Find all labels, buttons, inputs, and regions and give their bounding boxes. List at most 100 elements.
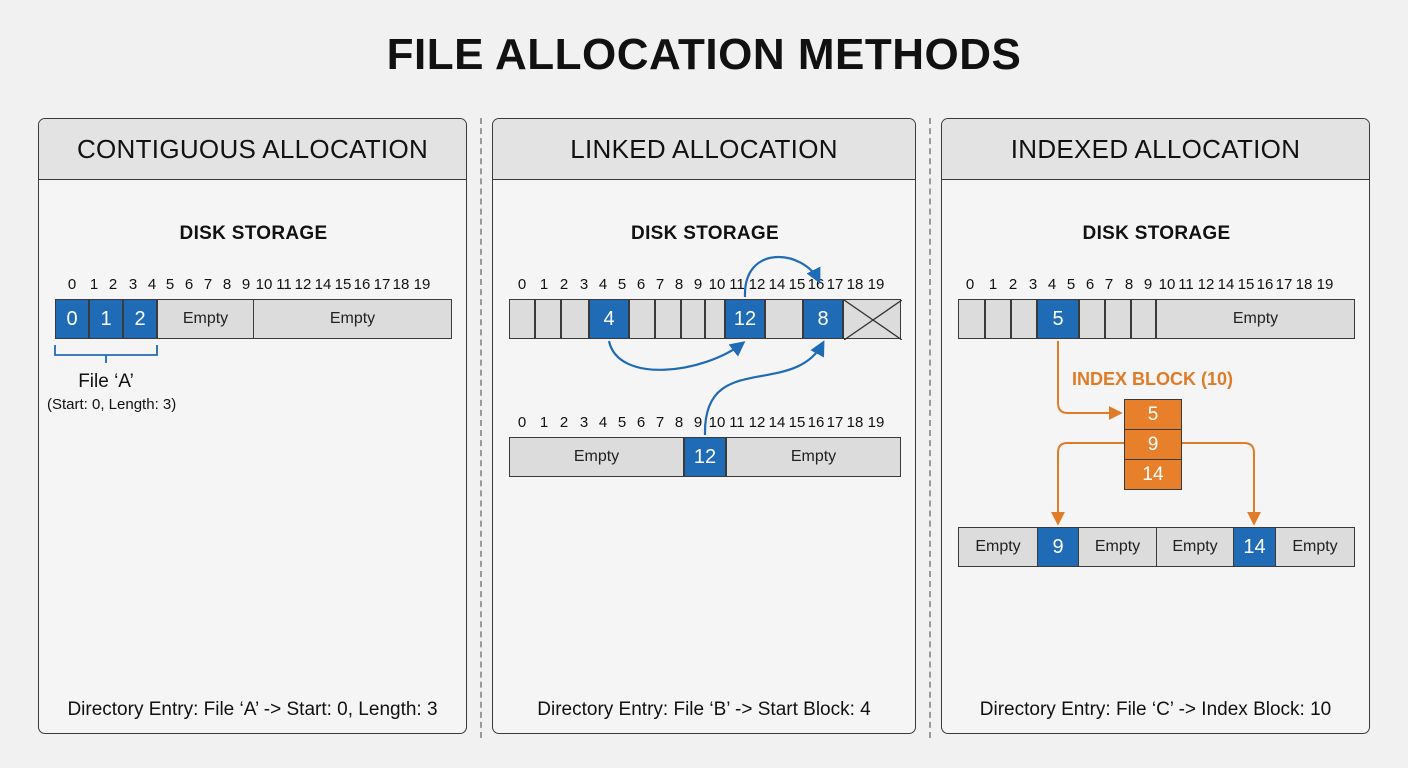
block-index: 9 xyxy=(241,276,251,293)
block-index: 9 xyxy=(1143,276,1153,293)
empty-block: Empty xyxy=(509,437,684,477)
disk-block xyxy=(1131,299,1156,339)
block-index: 5 xyxy=(617,414,627,431)
block-index: 5 xyxy=(165,276,175,293)
block-index: 5 xyxy=(617,276,627,293)
block-index: 18 xyxy=(846,276,864,293)
disk-block xyxy=(561,299,589,339)
disk-block xyxy=(629,299,655,339)
block-index: 15 xyxy=(1237,276,1255,293)
block-index: 3 xyxy=(579,414,589,431)
block-index: 0 xyxy=(517,276,527,293)
block-index: 17 xyxy=(373,276,391,293)
disk-block xyxy=(681,299,705,339)
block-index: 15 xyxy=(334,276,352,293)
block-index: 17 xyxy=(826,276,844,293)
block-index: 6 xyxy=(1085,276,1095,293)
empty-block: Empty xyxy=(726,437,901,477)
panel-separator xyxy=(929,118,931,738)
block-index: 19 xyxy=(867,414,885,431)
disk-block xyxy=(535,299,561,339)
block-index: 17 xyxy=(1275,276,1293,293)
block-index: 17 xyxy=(826,414,844,431)
disk-storage-label: DISK STORAGE xyxy=(1082,223,1231,244)
block-index: 1 xyxy=(89,276,99,293)
disk-block xyxy=(655,299,681,339)
block-index: 0 xyxy=(517,414,527,431)
block-index: 11 xyxy=(1178,276,1194,293)
empty-block: Empty xyxy=(1275,527,1355,567)
disk-storage-label: DISK STORAGE xyxy=(631,223,779,244)
file-block: 1 xyxy=(89,299,123,339)
block-index: 5 xyxy=(1066,276,1076,293)
directory-entry: Directory Entry: File ‘C’ -> Index Block… xyxy=(979,699,1332,720)
index-entry: 5 xyxy=(1124,399,1182,430)
block-index: 8 xyxy=(1124,276,1134,293)
block-index: 2 xyxy=(559,276,569,293)
empty-block: Empty xyxy=(1156,527,1234,567)
block-index: 7 xyxy=(1104,276,1114,293)
index-entry: 9 xyxy=(1124,429,1182,460)
block-index: 19 xyxy=(867,276,885,293)
page-title: FILE ALLOCATION METHODS xyxy=(386,30,1022,79)
block-index: 18 xyxy=(1295,276,1313,293)
block-index: 19 xyxy=(1316,276,1334,293)
block-index: 4 xyxy=(147,276,157,293)
block-index: 7 xyxy=(655,276,665,293)
block-index: 7 xyxy=(203,276,213,293)
block-index: 0 xyxy=(67,276,77,293)
file-block: 12 xyxy=(684,437,726,477)
panel-separator xyxy=(480,118,482,738)
block-index: 8 xyxy=(222,276,232,293)
empty-block: Empty xyxy=(1156,299,1355,339)
empty-block: Empty xyxy=(157,299,254,339)
disk-block xyxy=(1079,299,1105,339)
empty-block: Empty xyxy=(1078,527,1157,567)
block-index: 2 xyxy=(1008,276,1018,293)
block-index: 9 xyxy=(693,414,703,431)
block-index: 4 xyxy=(598,276,608,293)
block-index: 14 xyxy=(1217,276,1235,293)
block-index: 14 xyxy=(314,276,332,293)
block-index: 4 xyxy=(1047,276,1057,293)
index-block-label: INDEX BLOCK (10) xyxy=(1072,369,1234,389)
file-bracket xyxy=(54,345,158,363)
block-index: 10 xyxy=(1158,276,1176,293)
panel-header: INDEXED ALLOCATION xyxy=(942,119,1369,180)
block-index: 4 xyxy=(598,414,608,431)
file-block: 0 xyxy=(55,299,89,339)
block-index: 18 xyxy=(392,276,410,293)
disk-block xyxy=(985,299,1011,339)
block-index: 10 xyxy=(708,276,726,293)
block-index: 8 xyxy=(674,414,684,431)
file-detail: (Start: 0, Length: 3) xyxy=(47,396,177,413)
disk-storage-label: DISK STORAGE xyxy=(179,223,328,244)
file-block: 8 xyxy=(803,299,843,339)
block-index: 12 xyxy=(1197,276,1215,293)
directory-entry: Directory Entry: File ‘B’ -> Start Block… xyxy=(537,699,871,720)
block-index: 2 xyxy=(108,276,118,293)
block-index: 6 xyxy=(636,414,646,431)
block-index: 2 xyxy=(559,414,569,431)
file-block: 5 xyxy=(1037,299,1079,339)
block-index: 7 xyxy=(655,414,665,431)
block-index: 1 xyxy=(539,414,549,431)
block-index: 0 xyxy=(965,276,975,293)
block-index: 10 xyxy=(255,276,273,293)
end-of-chain-block xyxy=(843,299,902,340)
block-index: 6 xyxy=(184,276,194,293)
disk-block xyxy=(705,299,725,339)
disk-block xyxy=(509,299,535,339)
panel-header: LINKED ALLOCATION xyxy=(493,119,915,180)
block-index: 1 xyxy=(539,276,549,293)
block-index: 16 xyxy=(1256,276,1274,293)
block-index: 8 xyxy=(674,276,684,293)
block-index: 9 xyxy=(693,276,703,293)
empty-block: Empty xyxy=(958,527,1038,567)
block-index: 11 xyxy=(276,276,292,293)
disk-block xyxy=(1105,299,1131,339)
directory-entry: Directory Entry: File ‘A’ -> Start: 0, L… xyxy=(67,699,438,720)
